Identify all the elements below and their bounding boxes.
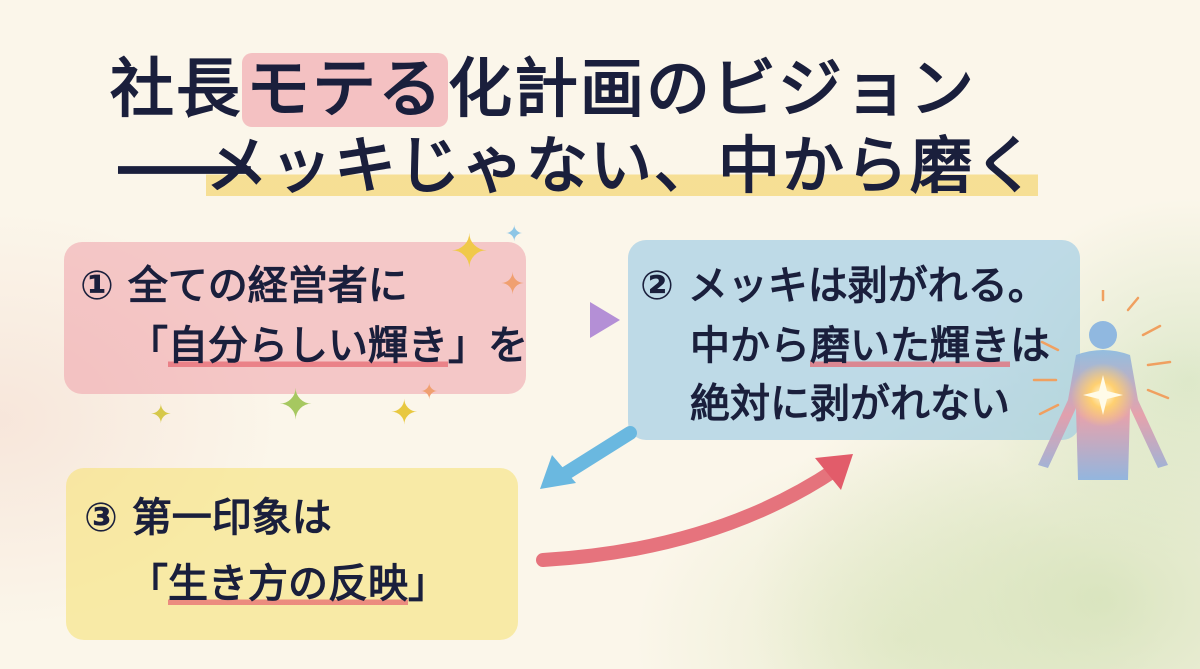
step-text: は xyxy=(1010,323,1050,369)
step-emphasis: 磨いた輝き xyxy=(810,323,1010,369)
bracket: 「 xyxy=(128,323,168,369)
step-2-line-2: 中から磨いた輝きは xyxy=(690,318,1050,374)
sparkle-icon: ✦ xyxy=(500,267,526,302)
step-1-line-1: ① 全ての経営者に xyxy=(80,258,408,314)
arrow-1-to-2 xyxy=(528,302,620,338)
step-3-line-2: 「生き方の反映」 xyxy=(128,556,448,612)
step-number: ② xyxy=(640,263,674,309)
step-emphasis: 自分らしい輝き xyxy=(168,323,448,369)
step-3-line-1: ③ 第一印象は xyxy=(84,490,332,546)
sparkle-icon: ✦ xyxy=(450,224,489,278)
step-text: 中から xyxy=(690,323,810,369)
step-emphasis: 生き方の反映 xyxy=(168,561,408,607)
sparkle-icon: ✦ xyxy=(420,380,439,405)
step-text: 全ての経営者に xyxy=(127,263,408,309)
bracket: 」を xyxy=(448,323,528,369)
sparkle-icon: ✦ xyxy=(150,400,172,430)
step-2-line-3: 絶対に剥がれない xyxy=(690,381,1010,427)
title-text: 社長 xyxy=(110,53,242,127)
arrow-3-to-2 xyxy=(536,454,853,567)
title-dash: — xyxy=(110,129,264,202)
sparkle-icon: ✦ xyxy=(278,380,314,429)
glowing-person-illustration xyxy=(1032,290,1172,480)
sparkle-icon: ✦ xyxy=(390,393,419,433)
title-text: 化計画のビジョン xyxy=(448,53,976,127)
step-number: ① xyxy=(80,263,114,309)
bracket: 「 xyxy=(128,561,168,607)
subtitle-text: メッキじゃない、中から磨く xyxy=(206,129,1039,202)
title-line-1: 社長モテる化計画のビジョン xyxy=(110,52,976,128)
title-line-2: —メッキじゃない、中から磨く xyxy=(110,128,1039,204)
arrow-2-to-3 xyxy=(540,426,637,489)
step-number: ③ xyxy=(84,495,118,541)
step-text: メッキは剥がれる。 xyxy=(687,263,1048,309)
step-3-box xyxy=(66,468,518,640)
step-2-line-1: ② メッキは剥がれる。 xyxy=(640,258,1048,314)
step-text: 第一印象は xyxy=(131,495,332,541)
title-highlight: モテる xyxy=(242,53,448,127)
step-1-line-2: 「自分らしい輝き」を xyxy=(128,318,528,374)
sparkle-icon: ✦ xyxy=(505,222,524,247)
bracket: 」 xyxy=(408,561,448,607)
